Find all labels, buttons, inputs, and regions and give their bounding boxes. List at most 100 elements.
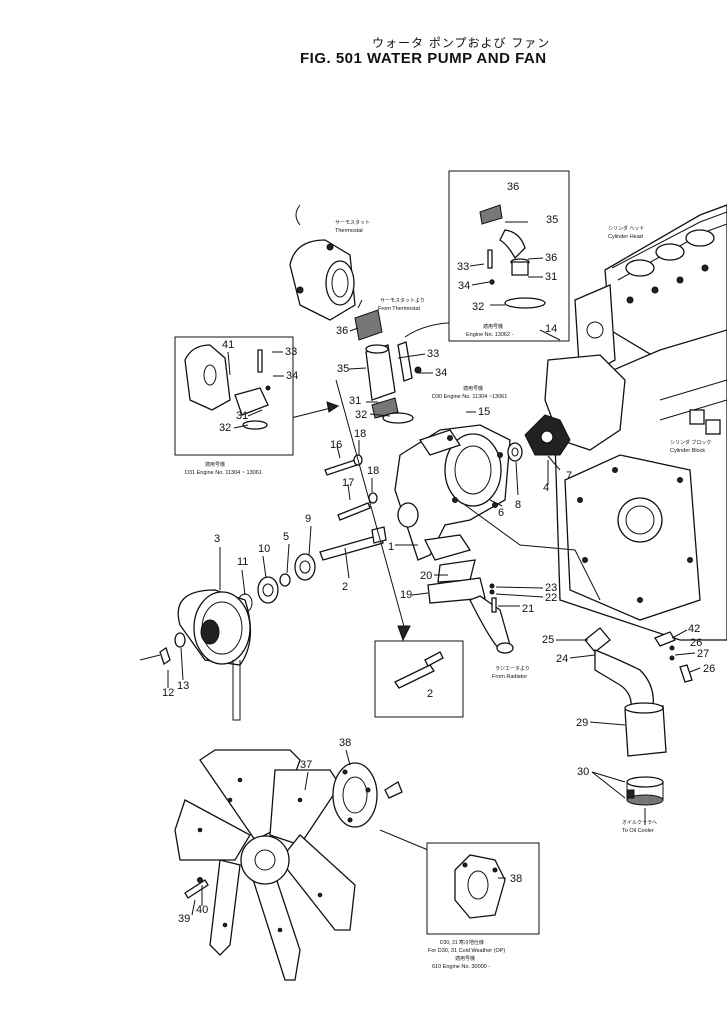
cylinder-block-label-jp: シリンダ ブロック: [670, 439, 711, 446]
callout-33-b: 33: [427, 348, 439, 360]
from-radiator-label: From Radiator: [492, 674, 527, 680]
callout-31-a: 31: [545, 271, 557, 283]
callout-25: 25: [542, 634, 554, 646]
callout-26-a: 26: [690, 637, 702, 649]
note-bottom-2: 610 Engine No. 30000 -: [432, 964, 490, 970]
water-inlet-pipe-drawing: [427, 559, 514, 654]
callout-36-c: 36: [336, 325, 348, 337]
callout-34-b: 34: [435, 367, 447, 379]
figure-title: FIG. 501 WATER PUMP AND FAN: [300, 50, 547, 67]
note-d30: D30 Engine No. 11304 ~13061: [432, 394, 507, 400]
callout-33-a: 33: [457, 261, 469, 273]
part-callouts: 1 2 2 3 4 5 6 7 8 9 10 11 12 13 14 15 16…: [162, 181, 715, 925]
thermostat-housing-drawing: [289, 204, 356, 321]
callout-box-shaft: [374, 640, 464, 718]
inlet-bolts-drawing: [489, 583, 497, 613]
note-bottom-jp-1: D30, 31 寒冷地仕様: [440, 939, 484, 946]
callout-20: 20: [420, 570, 432, 582]
callout-2-box: 2: [427, 688, 433, 700]
callout-34-a: 34: [458, 280, 470, 292]
bypass-hose-drawing: [354, 299, 414, 424]
to-oil-cooler-label: To Oil Cooler: [622, 828, 654, 834]
note-d31-jp: 適用号機: [205, 461, 225, 468]
callout-15: 15: [478, 406, 490, 418]
callout-leaders: [167, 221, 701, 916]
cylinder-head-label: Cylinder Head: [608, 234, 643, 240]
callout-4: 4: [543, 482, 549, 494]
callout-32-c: 32: [219, 422, 231, 434]
callout-35-a: 35: [546, 214, 558, 226]
callout-13: 13: [177, 680, 189, 692]
fan-pulley-drawing: [139, 589, 252, 721]
callout-8: 8: [515, 499, 521, 511]
callout-box-bottom: [426, 842, 540, 935]
callout-18-b: 18: [367, 465, 379, 477]
callout-41: 41: [222, 339, 234, 351]
callout-40: 40: [196, 904, 208, 916]
note-bottom-1: For D30, 31 Cold Weather (OP): [428, 948, 505, 954]
cylinder-block-label: Cylinder Block: [670, 448, 705, 454]
callout-39: 39: [178, 913, 190, 925]
callout-31-b: 31: [349, 395, 361, 407]
cylinder-head-label-jp: シリンダ ヘッド: [608, 225, 644, 232]
callout-32-b: 32: [355, 409, 367, 421]
callout-21: 21: [522, 603, 534, 615]
impeller-drawing: [507, 414, 571, 462]
callout-24: 24: [556, 653, 568, 665]
callout-22: 22: [545, 592, 557, 604]
callout-32-a: 32: [472, 301, 484, 313]
cooling-fan-drawing: [174, 749, 356, 981]
callout-12: 12: [162, 687, 174, 699]
callout-7: 7: [566, 470, 572, 482]
callout-5: 5: [283, 531, 289, 543]
from-thermostat-label: From Thermostat: [378, 306, 421, 312]
figure-title-japanese: ウォータ ポンプおよび ファン: [372, 36, 551, 50]
callout-31-c: 31: [236, 410, 248, 422]
note-bottom-jp-2: 適用号機: [455, 955, 475, 962]
callout-38-b: 38: [510, 873, 522, 885]
from-radiator-label-jp: ラジエータより: [495, 665, 530, 672]
callout-36-b: 36: [545, 252, 557, 264]
callout-37: 37: [300, 759, 312, 771]
fan-bolt-drawing: [184, 877, 209, 899]
callout-box-left: [174, 336, 294, 456]
callout-42: 42: [688, 623, 700, 635]
note-top-box: Engine No. 13062 -: [466, 332, 514, 338]
note-top-box-jp: 適用号機: [483, 323, 503, 330]
note-d31: D31 Engine No. 11304 ~ 13061: [185, 470, 262, 476]
callout-16: 16: [330, 439, 342, 451]
to-oil-cooler-label-jp: オイルクーラへ: [622, 820, 657, 826]
callout-box-top-right: [448, 170, 570, 342]
callout-35-b: 35: [337, 363, 349, 375]
callout-38-a: 38: [339, 737, 351, 749]
callout-17: 17: [342, 477, 354, 489]
callout-6: 6: [498, 507, 504, 519]
callout-3: 3: [214, 533, 220, 545]
callout-2: 2: [342, 581, 348, 593]
from-thermostat-label-jp: サーモスタットより: [380, 297, 425, 304]
callout-14: 14: [545, 323, 557, 335]
callout-27: 27: [697, 648, 709, 660]
callout-10: 10: [258, 543, 270, 555]
water-pump-gasket-drawing: [544, 354, 626, 451]
callout-33-c: 33: [285, 346, 297, 358]
water-pump-body-drawing: [394, 424, 511, 561]
thermostat-label-jp: サーモスタット: [335, 219, 370, 226]
bolt-drawing: [397, 341, 422, 382]
note-d30-jp: 適用号機: [463, 385, 483, 392]
callout-23: 23: [545, 582, 557, 594]
oil-cooler-hose-drawing: [624, 702, 667, 825]
callout-1: 1: [388, 541, 394, 553]
pump-shaft-drawing: [237, 526, 387, 613]
callout-18-a: 18: [354, 428, 366, 440]
callout-34-c: 34: [286, 370, 298, 382]
callout-36-a: 36: [507, 181, 519, 193]
callout-19: 19: [400, 589, 412, 601]
callout-26-b: 26: [703, 663, 715, 675]
fan-spacer-drawing: [332, 762, 403, 828]
bracket-bolts-drawing: [654, 631, 693, 683]
callout-29: 29: [576, 717, 588, 729]
callout-11: 11: [237, 556, 248, 568]
callout-30: 30: [577, 766, 589, 778]
